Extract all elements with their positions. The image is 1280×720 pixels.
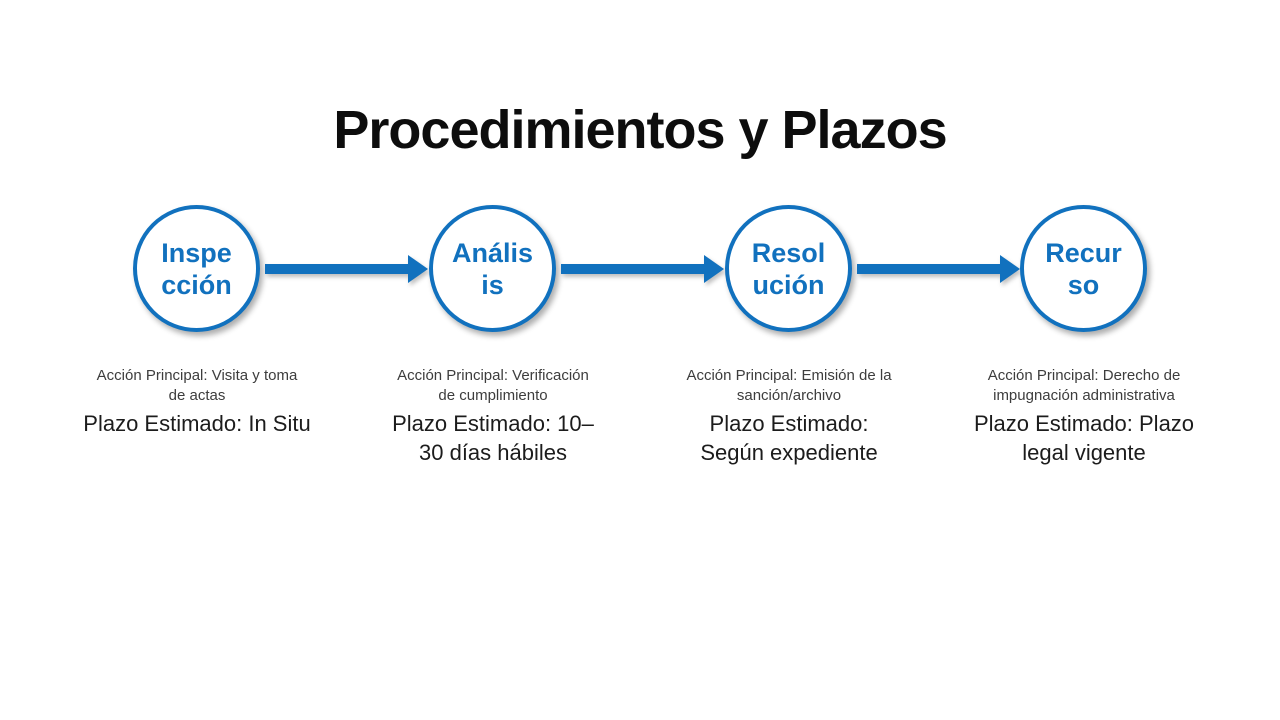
- plazo-estimado-text: Plazo Estimado: Plazo legal vigente: [973, 411, 1195, 465]
- action-principal-text: Acción Principal: Verificación de cumpli…: [397, 367, 589, 404]
- arrow-right-icon: [1000, 255, 1020, 283]
- flow-arrow-3: [857, 255, 1020, 283]
- plazo-estimado-text: Plazo Estimado: In Situ: [83, 411, 311, 436]
- step-circle-label: Anális is: [451, 237, 534, 300]
- step-circle-label: Resol ución: [751, 237, 826, 300]
- step-circle-analisis: Anális is: [429, 205, 556, 332]
- flow-arrow-1: [265, 255, 428, 283]
- plazo-estimado-text: Plazo Estimado: 10– 30 días hábiles: [392, 411, 594, 465]
- arrow-shaft: [561, 264, 705, 274]
- step-circle-resolucion: Resol ución: [725, 205, 852, 332]
- action-principal-text: Acción Principal: Visita y toma de actas: [96, 367, 298, 404]
- arrow-right-icon: [704, 255, 724, 283]
- arrow-shaft: [857, 264, 1001, 274]
- step-circle-label: Recur so: [1045, 237, 1122, 300]
- step-circle-recurso: Recur so: [1020, 205, 1147, 332]
- step-caption-inspeccion: Acción Principal: Visita y toma de actas…: [57, 366, 337, 438]
- step-caption-resolucion: Acción Principal: Emisión de la sanción/…: [649, 366, 929, 467]
- slide-title: Procedimientos y Plazos: [333, 100, 947, 161]
- plazo-estimado-text: Plazo Estimado: Según expediente: [700, 411, 878, 465]
- arrow-right-icon: [408, 255, 428, 283]
- step-caption-analisis: Acción Principal: Verificación de cumpli…: [353, 366, 633, 467]
- flow-arrow-2: [561, 255, 724, 283]
- action-principal-text: Acción Principal: Derecho de impugnación…: [987, 367, 1181, 404]
- action-principal-text: Acción Principal: Emisión de la sanción/…: [686, 367, 892, 404]
- step-circle-inspeccion: Inspe cción: [133, 205, 260, 332]
- step-circle-label: Inspe cción: [161, 237, 232, 300]
- arrow-shaft: [265, 264, 409, 274]
- step-caption-recurso: Acción Principal: Derecho de impugnación…: [944, 366, 1224, 467]
